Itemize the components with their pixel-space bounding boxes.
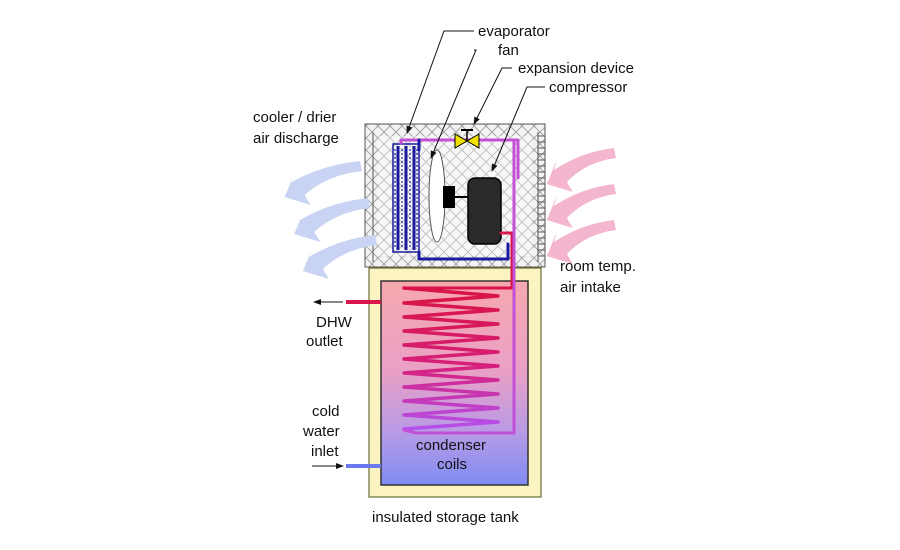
fan-leader	[430, 49, 477, 159]
evaporator-coil	[392, 143, 420, 253]
label-intake-line1: room temp.	[560, 258, 636, 275]
cool-air-discharge-arrows	[284, 161, 377, 279]
label-compressor: compressor	[549, 79, 627, 96]
label-condenser-line2: coils	[437, 456, 467, 473]
label-fan: fan	[498, 42, 519, 59]
left-curved-arrow-icon	[546, 220, 616, 264]
label-discharge-line1: cooler / drier	[253, 109, 336, 126]
room-air-intake-arrows	[546, 148, 616, 264]
labels: evaporator fan expansion device compress…	[253, 23, 636, 526]
left-curved-arrow-icon	[284, 161, 362, 205]
expansion-valve-icon	[454, 129, 480, 149]
label-evaporator: evaporator	[478, 23, 550, 40]
label-expansion-device: expansion device	[518, 60, 634, 77]
label-discharge-line2: air discharge	[253, 130, 339, 147]
label-leaders	[406, 30, 545, 172]
compressor	[467, 177, 502, 245]
condenser-coils	[402, 138, 516, 435]
fan-icon	[428, 149, 468, 243]
label-cold-line2: water	[302, 423, 340, 440]
label-intake-line2: air intake	[560, 279, 621, 296]
label-condenser-line1: condenser	[416, 437, 486, 454]
label-dhw-line1: DHW	[316, 314, 353, 331]
label-tank: insulated storage tank	[372, 509, 519, 526]
label-dhw-line2: outlet	[306, 333, 344, 350]
label-cold-line1: cold	[312, 403, 340, 420]
label-cold-line3: inlet	[311, 443, 339, 460]
left-curved-arrow-icon	[546, 184, 616, 228]
left-curved-arrow-icon	[302, 235, 377, 279]
left-curved-arrow-icon	[294, 198, 370, 242]
right-air-grille	[537, 132, 545, 262]
left-curved-arrow-icon	[546, 148, 616, 192]
